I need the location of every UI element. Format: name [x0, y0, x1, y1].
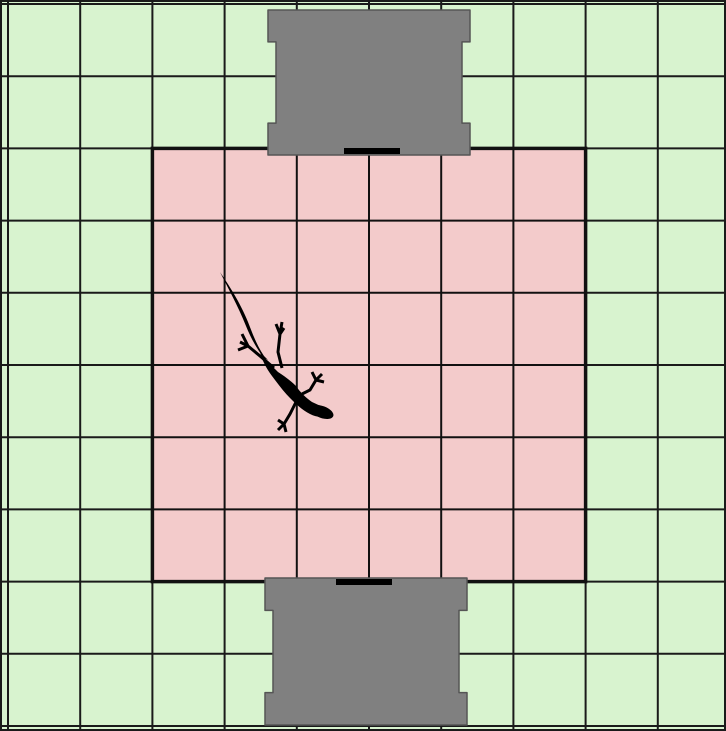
top-block [268, 10, 470, 155]
top-block-door [344, 148, 400, 154]
bottom-block-door [336, 579, 392, 585]
bottom-block [265, 578, 467, 725]
inner-zone [152, 148, 585, 581]
